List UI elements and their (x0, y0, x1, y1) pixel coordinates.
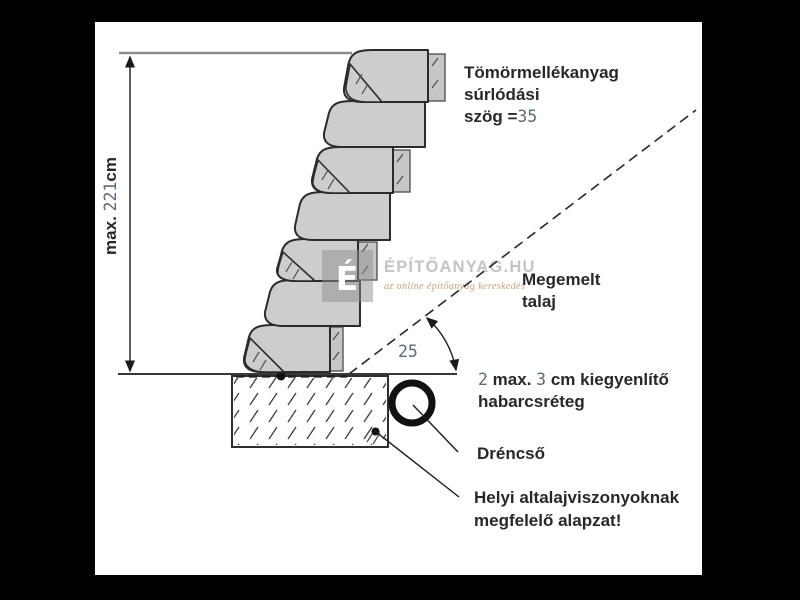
mortar-label-rest: cm kiegyenlítő (550, 370, 669, 389)
foundation-label: Helyi altalajviszonyoknak megfelelő alap… (474, 486, 679, 532)
mortar-label-line2: habarcsréteg (478, 392, 585, 411)
wall-block (342, 49, 446, 103)
drain-pipe (388, 379, 436, 427)
foundation-block (231, 375, 389, 448)
mortar-max-value: 3 (536, 370, 547, 389)
height-dim-prefix: max. (101, 216, 120, 255)
watermark-logo-box (322, 250, 373, 302)
drain-leader-line (412, 404, 459, 453)
drain-pipe-label: Dréncső (477, 444, 546, 463)
watermark-logo-letter: É (336, 258, 359, 298)
slope-angle-value: 25 (398, 342, 418, 361)
friction-angle-prefix: szög = (464, 107, 518, 126)
mortar-layer (236, 371, 347, 381)
mortar-label-line1: 2 max. 3 cm kiegyenlítő (478, 369, 669, 391)
foundation-label-line1: Helyi altalajviszonyoknak (474, 488, 680, 507)
mortar-layer-label: 2 max. 3 cm kiegyenlítő habarcsréteg (478, 369, 669, 413)
watermark: É ÉPÍTŐANYAG.HU az online építőanyag ker… (322, 250, 536, 302)
mortar-min-value: 2 (478, 370, 488, 389)
friction-angle-value: 35 (517, 107, 538, 126)
foundation-label-line2: megfelelő alapzat! (474, 511, 622, 530)
wall-block (293, 191, 391, 241)
height-dim-suffix: cm (101, 157, 120, 182)
raised-soil-label: Megemelt talaj (522, 269, 600, 313)
wall-block (322, 100, 426, 148)
mortar-max-word: max. (492, 370, 532, 389)
friction-label-line1: Tömörmellékanyag (464, 63, 619, 82)
friction-label-line2: súrlódási (464, 85, 540, 104)
wall-block (310, 146, 411, 194)
raised-soil-line2: talaj (522, 292, 557, 311)
wall-block (242, 324, 344, 373)
friction-angle-label: Tömörmellékanyag súrlódási szög =35 (464, 62, 619, 128)
wall-blocks (242, 49, 446, 373)
foundation-leader-line (375, 430, 460, 498)
slope-angle-arc (425, 317, 460, 372)
watermark-subtitle: az online építőanyag kereskedés (384, 281, 525, 292)
height-dim-value: 221 (101, 181, 120, 212)
soil-slope-dashed-line (348, 109, 697, 375)
friction-label-line3: szög =35 (464, 106, 619, 128)
raised-soil-line1: Megemelt (522, 270, 601, 289)
watermark-title: ÉPÍTŐANYAG.HU (384, 257, 536, 276)
height-dimension-label: max. 221cm (100, 141, 124, 271)
